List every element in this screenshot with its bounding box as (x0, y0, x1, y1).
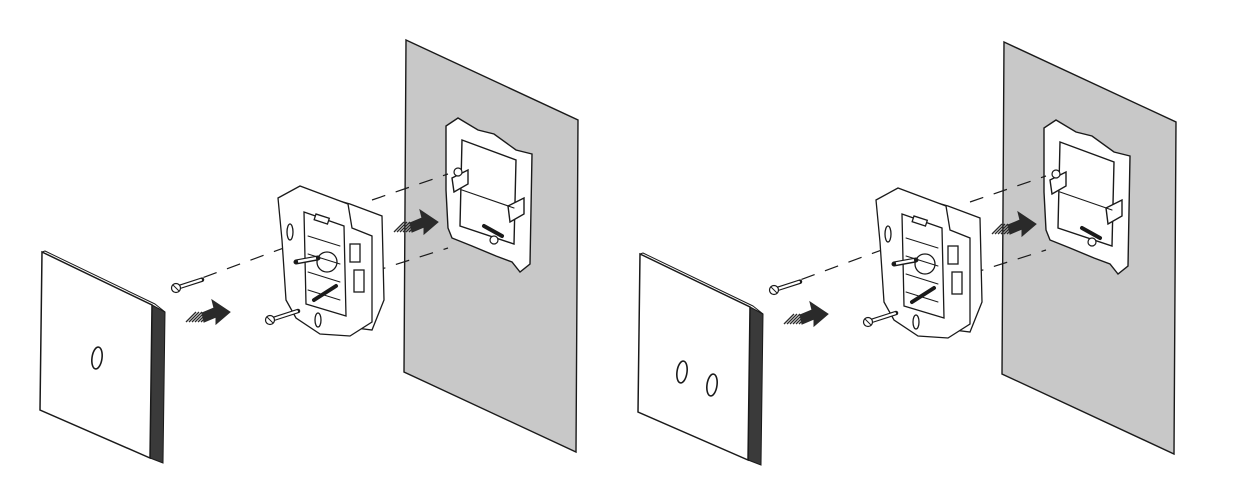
mechanism-rib (905, 255, 939, 267)
cover-plate-face (637, 252, 751, 462)
mechanism-clip (313, 213, 331, 225)
mechanism-pin (312, 284, 338, 302)
mechanism-lever-inner (895, 258, 915, 265)
wall-box-screw-head (1051, 169, 1061, 179)
mechanism-rib (307, 235, 341, 247)
screw-shaft-inner (270, 310, 299, 321)
mechanism-slot (314, 312, 322, 328)
arrow-head (201, 298, 231, 326)
screw-shaft-inner (176, 278, 203, 289)
wall-box-inner (459, 139, 517, 245)
arrow-head (409, 208, 439, 236)
arrow-hatch-line (393, 221, 405, 233)
arrow-head (1007, 210, 1037, 238)
mechanism-rocker (316, 251, 338, 273)
figure-double-switch (637, 40, 1177, 466)
screw-slot (267, 317, 273, 323)
cover-plate-icon (637, 252, 764, 466)
button-hole-icon (676, 360, 688, 384)
wall-box-screw-head (1087, 237, 1097, 247)
screw-slot (771, 287, 777, 293)
cover-plate-top-edge (639, 252, 764, 315)
mechanism-slot (912, 314, 920, 330)
mechanism-rocker (914, 253, 936, 275)
arrow-hatch-line (188, 311, 200, 323)
mechanism-rib (307, 271, 341, 283)
screw-icon (768, 279, 803, 296)
screw-icon (264, 308, 301, 326)
arrow-head (799, 300, 829, 328)
button-hole-icon (91, 346, 103, 370)
wall-box-icon (1043, 119, 1131, 275)
wall-box-lug (1105, 198, 1123, 226)
button-hole-icon (706, 373, 718, 397)
figure-single-switch (39, 38, 579, 464)
wall-box-inner (1057, 141, 1115, 247)
alignment-guide (371, 247, 449, 273)
wall-box-screw-head (453, 167, 463, 177)
arrow-hatch-line (994, 223, 1006, 235)
mechanism-rib (905, 237, 939, 249)
wall-box-screw (482, 224, 504, 238)
arrow-hatch-line (991, 223, 1003, 235)
switch-mechanism-icon (277, 185, 385, 337)
wall-box-lug (451, 168, 469, 194)
arrow-hatch-line (789, 313, 801, 325)
screw-icon (862, 310, 899, 328)
push-arrow-icon (991, 210, 1037, 238)
arrow-hatch-line (783, 313, 795, 325)
mechanism-lever-inner (297, 256, 317, 263)
wall-box-divider (1059, 191, 1113, 211)
arrow-hatch-line (396, 221, 408, 233)
arrow-hatch-line (786, 313, 798, 325)
cover-plate-top-edge (41, 250, 166, 313)
mechanism-rib (905, 273, 939, 285)
mechanism-clip (911, 215, 929, 227)
push-arrow-icon (393, 208, 439, 236)
mechanism-slot (286, 223, 294, 241)
screw-slot (173, 285, 179, 291)
wall-box-screw (1080, 226, 1102, 240)
arrow-hatch-line (185, 311, 197, 323)
arrow-hatch-line (191, 311, 203, 323)
arrow-hatch-line (399, 221, 411, 233)
arrow-hatch-line (997, 223, 1009, 235)
wall-box-divider (461, 189, 515, 209)
screw-icon (170, 277, 205, 294)
alignment-guide (969, 249, 1047, 275)
mechanism-terminal (951, 271, 963, 295)
screw-slot (865, 319, 871, 325)
screw-shaft-inner (868, 312, 897, 323)
push-arrow-icon (185, 298, 231, 326)
switch-mechanism-icon (875, 187, 983, 339)
wall-box-screw-head (489, 235, 499, 245)
cover-plate-icon (39, 250, 166, 464)
mechanism-rib (307, 253, 341, 265)
alignment-guide (777, 243, 899, 289)
alignment-guide (969, 175, 1047, 203)
wall-box-lug (507, 196, 525, 224)
mechanism-terminal (349, 243, 361, 263)
screw-shaft-inner (774, 280, 801, 291)
mechanism-slot (884, 225, 892, 243)
wall-box-lug (1049, 170, 1067, 196)
mechanism-pin (910, 286, 936, 304)
push-arrow-icon (783, 300, 829, 328)
mechanism-terminal (947, 245, 959, 265)
alignment-guide (371, 173, 449, 201)
mechanism-terminal (353, 269, 365, 293)
wall-box-icon (445, 117, 533, 273)
alignment-guide (179, 241, 301, 287)
